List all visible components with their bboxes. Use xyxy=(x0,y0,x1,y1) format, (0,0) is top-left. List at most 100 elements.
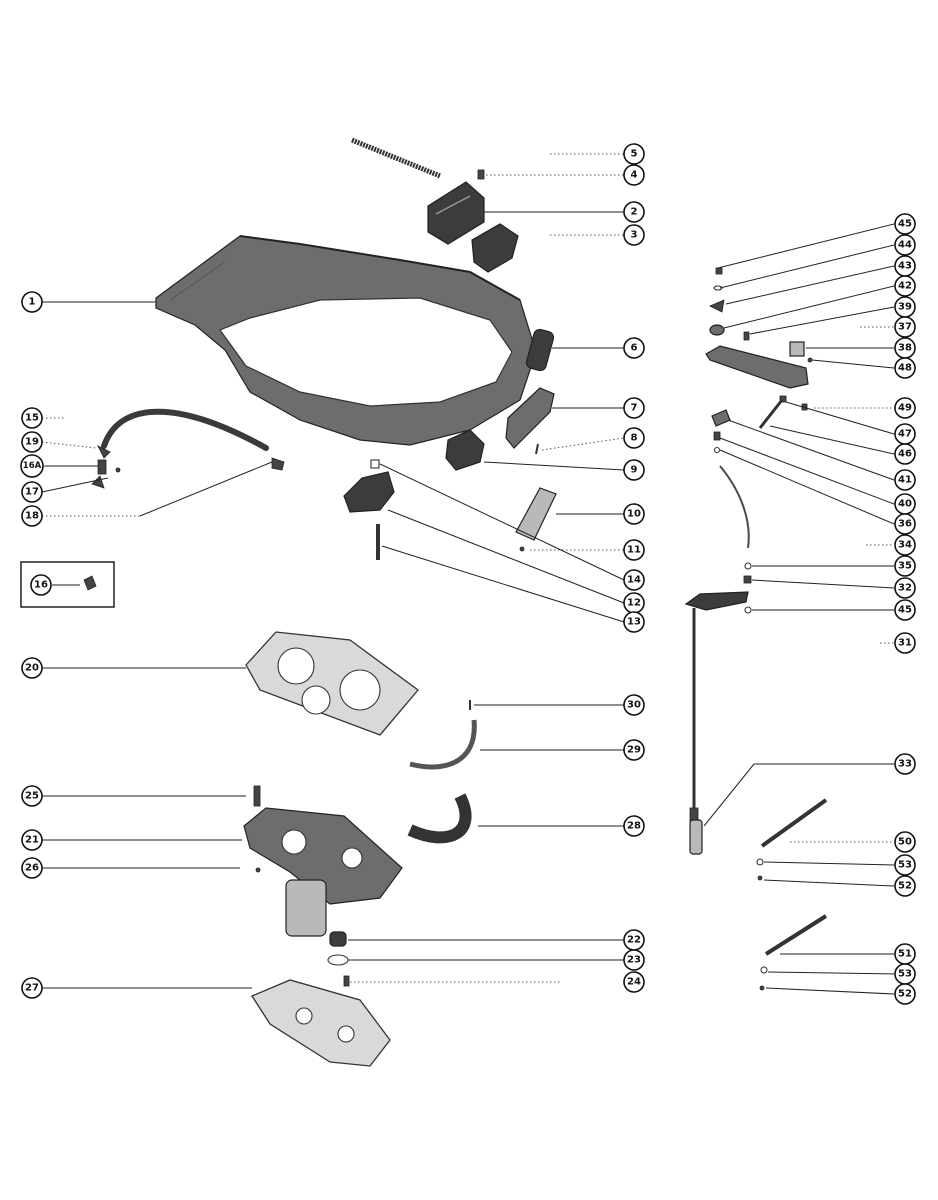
callout-37[interactable]: 37 xyxy=(894,316,916,338)
callout-42[interactable]: 42 xyxy=(894,275,916,297)
callout-19[interactable]: 19 xyxy=(21,431,43,453)
callout-12[interactable]: 12 xyxy=(623,592,645,614)
callout-40[interactable]: 40 xyxy=(894,493,916,515)
callout-29[interactable]: 29 xyxy=(623,739,645,761)
callout-10[interactable]: 10 xyxy=(623,503,645,525)
callout-1-label: 1 xyxy=(29,297,36,308)
callout-41[interactable]: 41 xyxy=(894,469,916,491)
part-53b-washer xyxy=(760,966,768,974)
callout-14[interactable]: 14 xyxy=(623,569,645,591)
callout-30-label: 30 xyxy=(627,700,641,711)
callout-31[interactable]: 31 xyxy=(894,632,916,654)
callout-27[interactable]: 27 xyxy=(21,977,43,999)
callout-7[interactable]: 7 xyxy=(623,397,645,419)
callout-25[interactable]: 25 xyxy=(21,785,43,807)
callout-4[interactable]: 4 xyxy=(623,164,645,186)
callout-41-label: 41 xyxy=(898,475,912,486)
callout-22[interactable]: 22 xyxy=(623,929,645,951)
part-47-washer xyxy=(779,395,787,403)
callout-21[interactable]: 21 xyxy=(21,829,43,851)
part-35-washer xyxy=(744,562,752,570)
callout-15[interactable]: 15 xyxy=(21,407,43,429)
part-22-grommet xyxy=(329,931,347,947)
callout-23-label: 23 xyxy=(627,955,641,966)
callout-52-bottom[interactable]: 52 xyxy=(894,983,916,1005)
callout-3[interactable]: 3 xyxy=(623,224,645,246)
callout-16[interactable]: 16 xyxy=(30,574,52,596)
callout-4-label: 4 xyxy=(631,170,638,181)
callout-28[interactable]: 28 xyxy=(623,815,645,837)
callout-47[interactable]: 47 xyxy=(894,423,916,445)
callout-34[interactable]: 34 xyxy=(894,534,916,556)
callout-36[interactable]: 36 xyxy=(894,513,916,535)
callout-8[interactable]: 8 xyxy=(623,427,645,449)
callout-2-label: 2 xyxy=(631,207,638,218)
part-37-lever xyxy=(705,345,809,389)
callout-50[interactable]: 50 xyxy=(894,831,916,853)
callout-34-label: 34 xyxy=(898,540,912,551)
callout-49-label: 49 xyxy=(898,403,912,414)
callout-45-top[interactable]: 45 xyxy=(894,213,916,235)
callout-38[interactable]: 38 xyxy=(894,337,916,359)
callout-52-top-label: 52 xyxy=(898,881,912,892)
callout-1[interactable]: 1 xyxy=(21,291,43,313)
callout-17[interactable]: 17 xyxy=(21,481,43,503)
part-50-link-rod xyxy=(760,798,828,848)
callout-2[interactable]: 2 xyxy=(623,201,645,223)
callout-24[interactable]: 24 xyxy=(623,971,645,993)
callout-39[interactable]: 39 xyxy=(894,296,916,318)
callout-25-label: 25 xyxy=(25,791,39,802)
callout-24-label: 24 xyxy=(627,977,641,988)
callout-46[interactable]: 46 xyxy=(894,443,916,465)
callout-45-bottom[interactable]: 45 xyxy=(894,599,916,621)
callout-35[interactable]: 35 xyxy=(894,555,916,577)
callout-43-label: 43 xyxy=(898,261,912,272)
callout-11[interactable]: 11 xyxy=(623,539,645,561)
callout-30[interactable]: 30 xyxy=(623,694,645,716)
callout-43[interactable]: 43 xyxy=(894,255,916,277)
part-40-spacer xyxy=(713,431,721,441)
callout-5[interactable]: 5 xyxy=(623,143,645,165)
callout-52-top[interactable]: 52 xyxy=(894,875,916,897)
callout-7-label: 7 xyxy=(631,403,638,414)
part-9-block xyxy=(445,429,485,471)
callout-27-label: 27 xyxy=(25,983,39,994)
callout-42-label: 42 xyxy=(898,281,912,292)
callout-36-label: 36 xyxy=(898,519,912,530)
callout-29-label: 29 xyxy=(627,745,641,756)
callout-37-label: 37 xyxy=(898,322,912,333)
callout-13[interactable]: 13 xyxy=(623,611,645,633)
part-33-coupler xyxy=(689,819,703,855)
part-6-grommet xyxy=(525,328,555,372)
callout-9[interactable]: 9 xyxy=(623,459,645,481)
part-38-block xyxy=(789,341,805,357)
callout-11-label: 11 xyxy=(627,545,641,556)
part-16a-fitting xyxy=(97,459,107,475)
callout-10-label: 10 xyxy=(627,509,641,520)
callout-53-bottom-label: 53 xyxy=(898,969,912,980)
callout-52-bottom-label: 52 xyxy=(898,989,912,1000)
part-19-clip xyxy=(97,445,111,459)
callout-8-label: 8 xyxy=(631,433,638,444)
part-15-hose xyxy=(101,408,269,451)
callout-33[interactable]: 33 xyxy=(894,753,916,775)
callout-20[interactable]: 20 xyxy=(21,657,43,679)
part-10-strap xyxy=(515,487,557,541)
callout-44[interactable]: 44 xyxy=(894,234,916,256)
callout-6[interactable]: 6 xyxy=(623,337,645,359)
callout-51[interactable]: 51 xyxy=(894,943,916,965)
part-26-dowel xyxy=(255,867,261,873)
callout-53-bottom[interactable]: 53 xyxy=(894,963,916,985)
callout-16a[interactable]: 16A xyxy=(20,454,44,478)
callout-13-label: 13 xyxy=(627,617,641,628)
callout-26[interactable]: 26 xyxy=(21,857,43,879)
callout-53-top[interactable]: 53 xyxy=(894,854,916,876)
callout-18-label: 18 xyxy=(25,511,39,522)
part-25-screw xyxy=(253,785,261,807)
callout-18[interactable]: 18 xyxy=(21,505,43,527)
part-42-bushing xyxy=(709,324,725,336)
callout-23[interactable]: 23 xyxy=(623,949,645,971)
callout-32[interactable]: 32 xyxy=(894,577,916,599)
callout-48-top[interactable]: 48 xyxy=(894,357,916,379)
callout-49[interactable]: 49 xyxy=(894,397,916,419)
